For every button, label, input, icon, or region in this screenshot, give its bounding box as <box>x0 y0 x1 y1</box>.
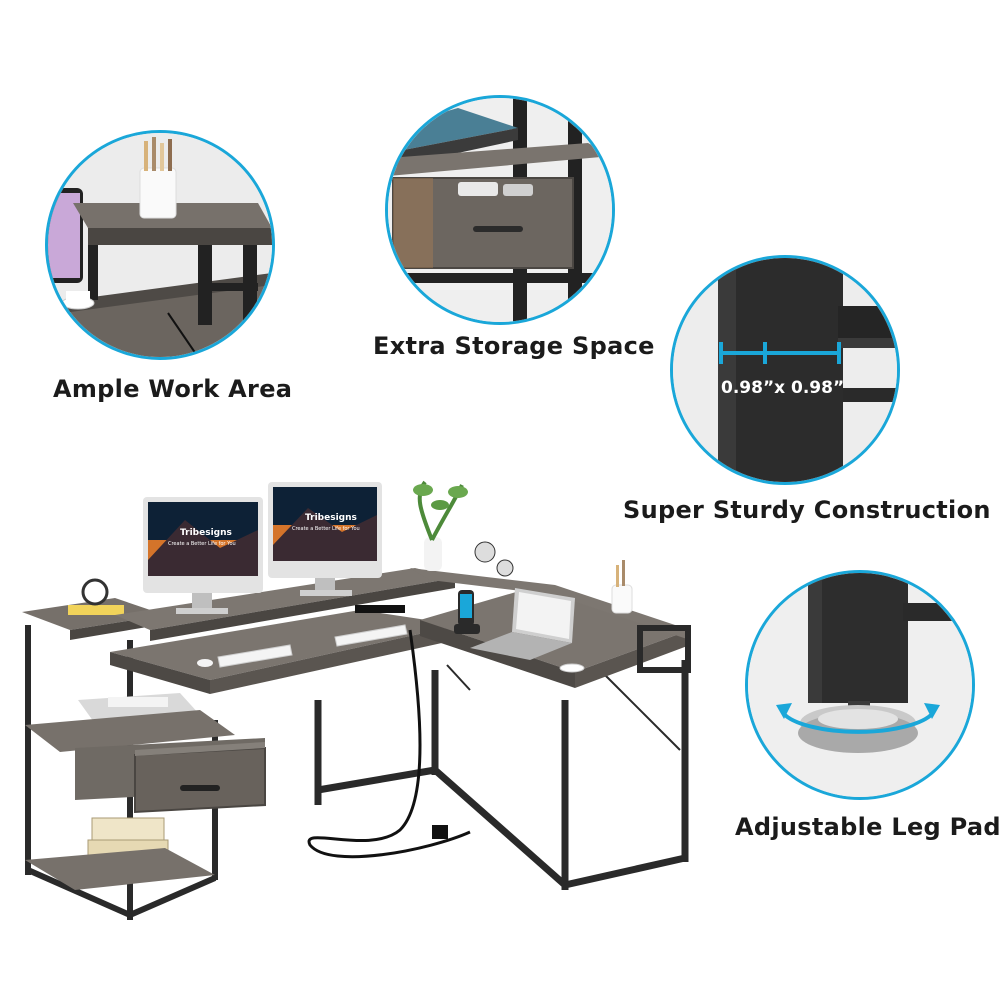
monitor-2-tagline: Create a Better Life for You <box>292 526 360 532</box>
work-area-callout <box>45 130 275 360</box>
leg-pads-label: Adjustable Leg Pads <box>735 813 1000 841</box>
work-area-photo <box>48 133 272 357</box>
leg-pads-photo <box>748 573 972 797</box>
leg-dimension-text: 0.98”x 0.98” <box>721 378 845 398</box>
leg-pads-callout <box>745 570 975 800</box>
storage-photo <box>388 98 612 322</box>
storage-label: Extra Storage Space <box>373 332 655 360</box>
monitor-2-brand: Tribesigns <box>305 513 357 523</box>
work-area-label: Ample Work Area <box>53 375 293 403</box>
sturdy-photo <box>673 258 897 482</box>
storage-callout <box>385 95 615 325</box>
monitor-1-brand: Tribesigns <box>180 528 232 538</box>
monitor-1-tagline: Create a Better Life for You <box>168 541 236 547</box>
side-shelf-unit <box>25 625 218 920</box>
sturdy-label: Super Sturdy Construction <box>623 496 991 524</box>
sturdy-callout: 0.98”x 0.98” <box>670 255 900 485</box>
